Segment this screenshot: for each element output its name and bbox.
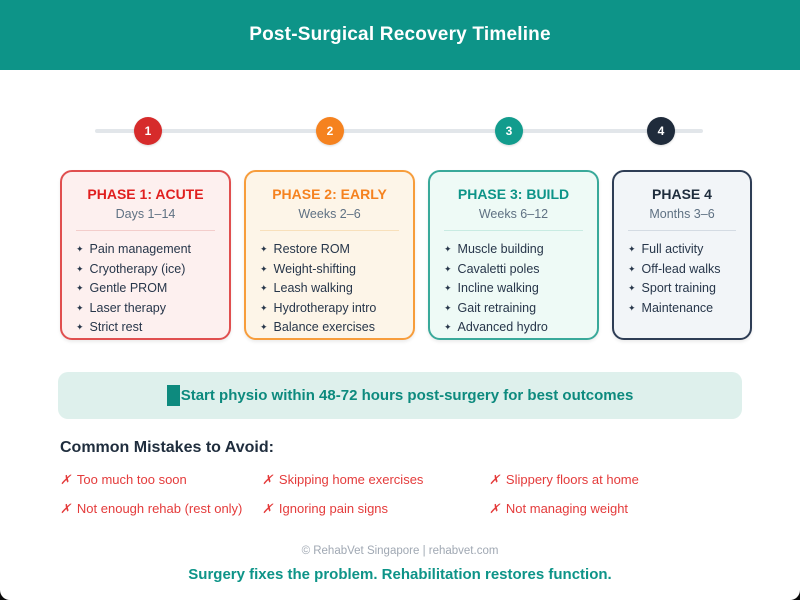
phase-item-list: ✦Restore ROM ✦Weight-shifting ✦Leash wal… [246, 240, 413, 338]
phase-item-list: ✦Pain management ✦Cryotherapy (ice) ✦Gen… [62, 240, 229, 338]
list-item: ✦Hydrotherapy intro [260, 300, 377, 315]
tip-block-icon [166, 385, 180, 406]
mistake-item: ✗Not managing weight [489, 501, 629, 516]
cross-icon: ✗ [60, 501, 71, 516]
star-bullet-icon: ✦ [260, 283, 268, 293]
phase-subtitle: Days 1–14 [115, 207, 176, 221]
phase-title: PHASE 2: EARLY [272, 186, 387, 202]
cross-icon: ✗ [489, 472, 500, 487]
cross-icon: ✗ [262, 501, 273, 516]
mistake-item: ✗Skipping home exercises [262, 472, 424, 487]
tip-banner: Start physio within 48-72 hours post-sur… [58, 372, 742, 419]
list-item: ✦Weight-shifting [260, 261, 356, 276]
step-number: 2 [326, 124, 334, 138]
mistake-item: ✗Not enough rehab (rest only) [60, 501, 243, 516]
mistakes-grid: ✗Too much too soon ✗Not enough rehab (re… [60, 472, 740, 517]
mistake-item: ✗Too much too soon [60, 472, 187, 487]
phase-card-maintain: PHASE 4 Months 3–6 ✦Full activity ✦Off-l… [612, 170, 752, 340]
step-number: 4 [657, 124, 665, 138]
tip-text: Start physio within 48-72 hours post-sur… [180, 387, 634, 404]
star-bullet-icon: ✦ [444, 244, 452, 254]
list-item: ✦Incline walking [444, 281, 539, 295]
step-number: 3 [505, 124, 513, 138]
divider [76, 230, 215, 231]
timeline-step-4: 4 [647, 117, 675, 145]
star-bullet-icon: ✦ [628, 302, 636, 313]
divider [444, 230, 583, 231]
cross-icon: ✗ [262, 472, 273, 487]
phase-card-build: PHASE 3: BUILD Weeks 6–12 ✦Muscle buildi… [428, 170, 599, 340]
star-bullet-icon: ✦ [444, 283, 452, 293]
star-bullet-icon: ✦ [76, 244, 84, 254]
star-bullet-icon: ✦ [260, 302, 268, 313]
list-item: ✦Pain management [76, 242, 191, 256]
tagline-text: Surgery fixes the problem. Rehabilitatio… [188, 566, 612, 583]
star-bullet-icon: ✦ [76, 283, 84, 293]
star-bullet-icon: ✦ [444, 302, 452, 313]
phase-title: PHASE 4 [652, 186, 712, 202]
copyright-text: © RehabVet Singapore | rehabvet.com [301, 545, 499, 557]
star-bullet-icon: ✦ [444, 322, 452, 332]
star-bullet-icon: ✦ [444, 263, 452, 274]
timeline-step-3: 3 [495, 117, 523, 145]
phase-subtitle: Weeks 2–6 [298, 207, 361, 221]
phase-subtitle: Months 3–6 [649, 207, 715, 221]
timeline-step-1: 1 [134, 117, 162, 145]
list-item: ✦Balance exercises [260, 320, 375, 334]
divider [628, 230, 736, 231]
phase-cards: PHASE 1: ACUTE Days 1–14 ✦Pain managemen… [60, 170, 753, 340]
list-item: ✦Leash walking [260, 281, 353, 295]
step-number: 1 [144, 124, 152, 138]
phase-title: PHASE 3: BUILD [457, 186, 570, 202]
list-item: ✦Gentle PROM [76, 281, 168, 295]
list-item: ✦Cryotherapy (ice) [76, 261, 186, 276]
list-item: ✦Gait retraining [444, 300, 537, 315]
timeline-line [95, 129, 703, 133]
star-bullet-icon: ✦ [628, 283, 636, 293]
list-item: ✦Maintenance [628, 300, 714, 315]
list-item: ✦Off-lead walks [628, 261, 721, 276]
star-bullet-icon: ✦ [260, 263, 268, 274]
common-mistakes-section: Common Mistakes to Avoid: ✗Too much too … [60, 439, 740, 517]
star-bullet-icon: ✦ [76, 302, 84, 313]
header-banner: Post-Surgical Recovery Timeline [0, 0, 800, 70]
page-title: Post-Surgical Recovery Timeline [249, 24, 551, 45]
list-item: ✦Full activity [628, 242, 704, 256]
phase-card-early: PHASE 2: EARLY Weeks 2–6 ✦Restore ROM ✦W… [244, 170, 415, 340]
star-bullet-icon: ✦ [628, 244, 636, 254]
star-bullet-icon: ✦ [76, 322, 84, 332]
divider [260, 230, 399, 231]
list-item: ✦Sport training [628, 281, 716, 295]
mistakes-heading: Common Mistakes to Avoid: [60, 439, 274, 456]
cross-icon: ✗ [489, 501, 500, 516]
phase-subtitle: Weeks 6–12 [478, 207, 549, 221]
timeline-step-2: 2 [316, 117, 344, 145]
footer: © RehabVet Singapore | rehabvet.com Surg… [0, 545, 800, 583]
timeline: 1 2 3 4 [0, 117, 800, 145]
list-item: ✦Laser therapy [76, 300, 166, 315]
mistake-item: ✗Slippery floors at home [489, 472, 639, 487]
mistake-item: ✗Ignoring pain signs [262, 501, 389, 516]
cross-icon: ✗ [60, 472, 71, 487]
list-item: ✦Restore ROM [260, 242, 350, 256]
phase-item-list: ✦Muscle building ✦Cavaletti poles ✦Incli… [430, 240, 597, 338]
star-bullet-icon: ✦ [628, 263, 636, 274]
star-bullet-icon: ✦ [260, 244, 268, 254]
list-item: ✦Advanced hydro [444, 320, 548, 334]
phase-title: PHASE 1: ACUTE [87, 186, 204, 202]
list-item: ✦Cavaletti poles [444, 261, 540, 276]
list-item: ✦Strict rest [76, 320, 143, 334]
list-item: ✦Muscle building [444, 242, 544, 256]
phase-card-acute: PHASE 1: ACUTE Days 1–14 ✦Pain managemen… [60, 170, 231, 340]
phase-item-list: ✦Full activity ✦Off-lead walks ✦Sport tr… [614, 240, 750, 318]
star-bullet-icon: ✦ [260, 322, 268, 332]
star-bullet-icon: ✦ [76, 263, 84, 274]
